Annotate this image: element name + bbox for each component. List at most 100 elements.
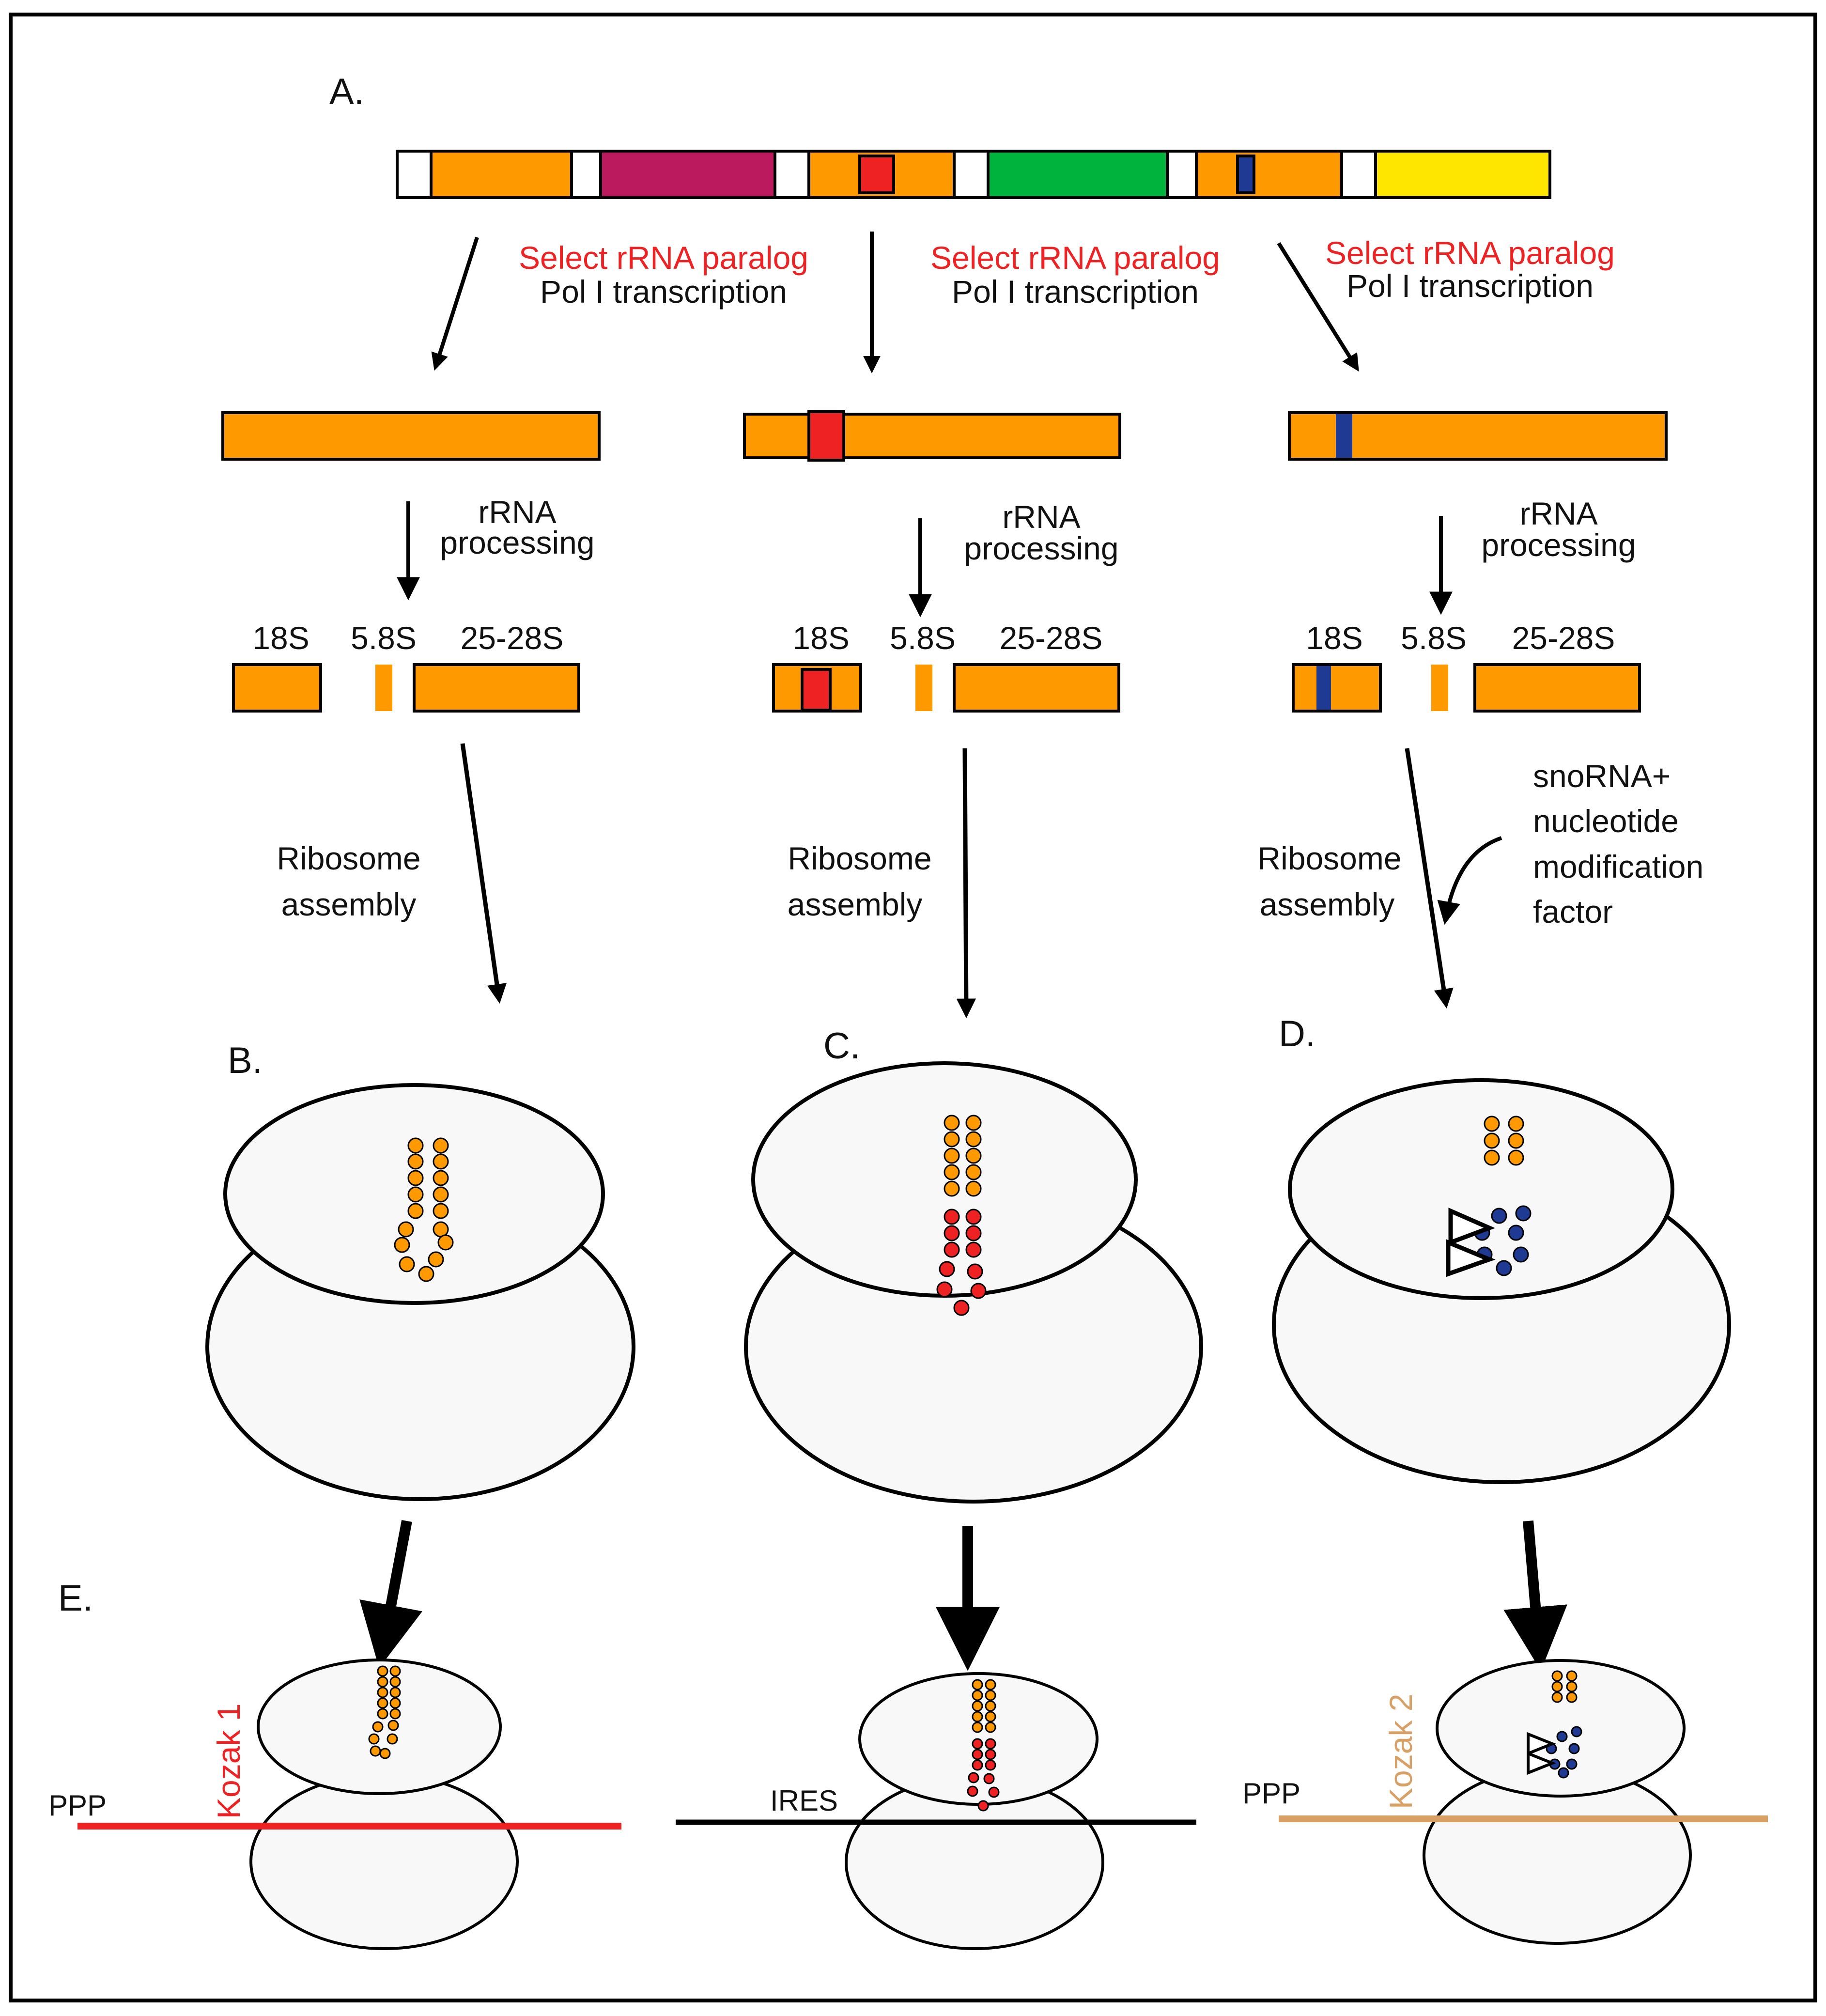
nucleotide-e1-4 [389, 1676, 401, 1688]
nucleotide-b-12 [433, 1221, 449, 1238]
nucleotide-e2-1 [972, 1679, 983, 1690]
modification-label-4: factor [1533, 894, 1613, 930]
rrna-18s-label-1: 18S [252, 620, 309, 656]
nucleotide-c-2 [965, 1115, 982, 1131]
rrna-18s-label-2: 18S [792, 620, 849, 656]
nucleotide-c-7 [944, 1164, 960, 1180]
nucleotide-e1-16 [379, 1748, 391, 1759]
nucleotide-e2-2 [985, 1679, 996, 1690]
translation-arrow-3 [1503, 1520, 1567, 1671]
pre-rrna-2 [743, 413, 1121, 459]
nucleotide-d-4 [1508, 1132, 1524, 1149]
nucleotide-e2-16 [985, 1759, 996, 1771]
nucleotide-c-21 [953, 1300, 970, 1316]
rrna-18s-label-3: 18S [1306, 620, 1362, 656]
modification-triangle-2 [1446, 1239, 1496, 1277]
nucleotide-e1-14 [387, 1733, 398, 1745]
nucleotide-e1-6 [389, 1687, 401, 1698]
nucleotide-b-7 [407, 1186, 424, 1203]
assembly-label-2a: Ribosome [788, 840, 931, 876]
nucleotide-e3-6 [1566, 1691, 1578, 1703]
pol-transcription-label-2: Pol I transcription [952, 274, 1199, 310]
nucleotide-e3-13 [1558, 1767, 1569, 1779]
select-paralog-label-1: Select rRNA paralog [519, 240, 808, 276]
nucleotide-e1-7 [377, 1697, 388, 1709]
nucleotide-e2-6 [985, 1700, 996, 1712]
rdna-unit-yellow [1374, 150, 1551, 199]
ires-label: IRES [770, 1784, 838, 1817]
nucleotide-e2-9 [972, 1721, 983, 1733]
nucleotide-c-10 [965, 1180, 982, 1197]
rdna-unit-green [987, 150, 1169, 199]
ribosome-d-small-subunit [1288, 1078, 1674, 1300]
nucleotide-b-1 [407, 1137, 424, 1154]
nucleotide-e3-2 [1566, 1670, 1578, 1682]
nucleotide-e1-9 [377, 1708, 388, 1720]
transcription-arrow-3 [1277, 242, 1359, 372]
rrna-2528s-3 [1473, 663, 1641, 713]
mature-rrna-fragments [232, 663, 1641, 713]
nucleotide-e2-19 [967, 1785, 978, 1797]
nucleotide-d-10 [1508, 1225, 1524, 1241]
panel-label-c: C. [823, 1025, 860, 1067]
rdna-spacer-4 [953, 150, 990, 199]
nucleotide-e3-1 [1551, 1670, 1563, 1682]
rdna-array [396, 150, 1551, 199]
rdna-spacer-3 [774, 150, 810, 199]
rdna-unit-magenta [599, 150, 776, 199]
nucleotide-e3-3 [1551, 1681, 1563, 1692]
rrna-nucleotides-e1 [368, 1665, 401, 1759]
nucleotide-c-1 [944, 1115, 960, 1131]
modification-label-1: snoRNA+ [1533, 758, 1671, 794]
nucleotide-e1-3 [377, 1676, 388, 1688]
ppp-label-1: PPP [48, 1789, 107, 1822]
nucleotide-e2-15 [972, 1759, 983, 1771]
processing-label-3b: processing [1481, 527, 1636, 563]
nucleotide-e1-2 [389, 1665, 401, 1677]
rrna-58s-2 [915, 665, 932, 711]
rrna-18s-1 [232, 663, 322, 713]
nucleotide-e3-7 [1556, 1731, 1568, 1742]
nucleotide-c-5 [944, 1148, 960, 1164]
modification-label-3: modification [1533, 849, 1703, 884]
rrna-nucleotides-c [936, 1115, 987, 1316]
rdna-unit-orange-3 [1195, 150, 1343, 199]
translation-arrow-1 [359, 1520, 422, 1668]
nucleotide-b-4 [433, 1153, 449, 1170]
nucleotide-c-8 [965, 1164, 982, 1180]
modification-triangle-e3-1 [1527, 1732, 1557, 1756]
nucleotide-b-14 [437, 1234, 454, 1251]
nucleotide-b-17 [428, 1251, 444, 1268]
pre-rrna-2-red-variant [807, 410, 845, 462]
nucleotide-e3-12 [1566, 1758, 1578, 1770]
nucleotide-e2-18 [983, 1773, 995, 1784]
nucleotide-e1-12 [387, 1720, 399, 1731]
rdna-spacer-5 [1166, 150, 1198, 199]
kozak1-label: Kozak 1 [211, 1704, 247, 1819]
nucleotide-d-7 [1491, 1208, 1507, 1224]
nucleotide-c-17 [939, 1261, 955, 1277]
nucleotide-e3-10 [1568, 1743, 1580, 1754]
nucleotide-b-10 [433, 1203, 449, 1219]
nucleotide-b-9 [407, 1203, 424, 1219]
assembly-label-1b: assembly [281, 886, 417, 922]
rrna-2528s-label-3: 25-28S [1512, 620, 1615, 656]
modification-arrow [1437, 836, 1502, 925]
processing-label-2a: rRNA [1002, 499, 1080, 535]
pre-rrna-transcripts [221, 410, 1668, 462]
processing-label-1b: processing [440, 525, 594, 560]
assembly-arrow-3 [1405, 748, 1454, 1009]
rrna-2528s-2 [953, 663, 1120, 713]
pol-transcription-label-1: Pol I transcription [540, 274, 787, 310]
nucleotide-c-15 [944, 1241, 960, 1258]
modification-label-2: nucleotide [1533, 803, 1679, 839]
nucleotide-d-2 [1508, 1116, 1524, 1132]
kozak2-label: Kozak 2 [1383, 1694, 1419, 1809]
nucleotide-c-11 [944, 1209, 960, 1225]
nucleotide-e1-13 [368, 1733, 380, 1745]
assembly-arrow-2 [956, 748, 976, 1019]
assembly-label-3a: Ribosome [1257, 840, 1401, 876]
nucleotide-e2-5 [972, 1700, 983, 1712]
rrna-18s-3 [1292, 663, 1382, 713]
